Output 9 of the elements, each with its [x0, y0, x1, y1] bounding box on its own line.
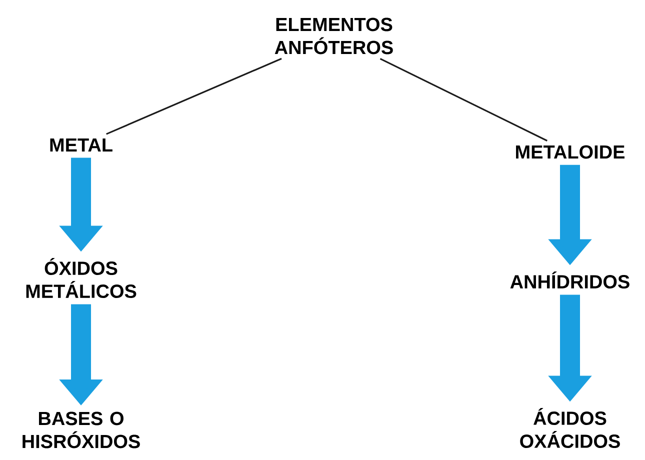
node-label: ANHÍDRIDOS	[510, 271, 630, 288]
node-label: ELEMENTOS ANFÓTEROS	[274, 18, 393, 54]
node-label: ÁCIDOS OXÁCIDOS	[520, 408, 620, 448]
node-label: BASES O HISRÓXIDOS	[22, 412, 140, 448]
connector-line	[380, 58, 548, 142]
node-label: ÓXIDOS METÁLICOS	[26, 258, 136, 298]
node-label: METALOIDE	[516, 145, 624, 159]
connector-line	[106, 58, 282, 135]
node-label: METAL	[50, 138, 112, 152]
